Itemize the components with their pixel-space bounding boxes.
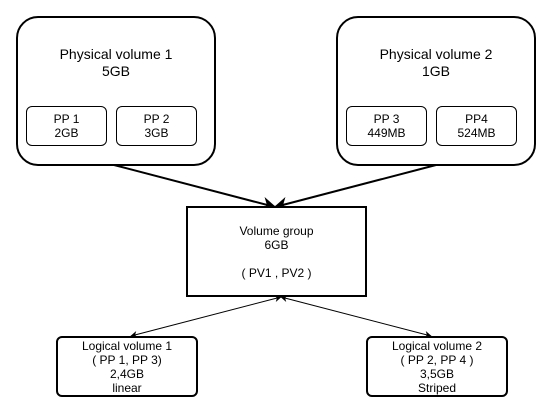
vg-members: ( PV1 , PV2 ) bbox=[241, 265, 312, 280]
vg-title: Volume group bbox=[239, 223, 314, 238]
pp3-size: 449MB bbox=[367, 126, 406, 140]
pp-4: PP4 524MB bbox=[436, 106, 517, 146]
lv1-size: 2,4GB bbox=[109, 366, 145, 381]
pv1-title: Physical volume 1 bbox=[59, 46, 173, 62]
lv1-pps: ( PP 1, PP 3) bbox=[92, 352, 162, 367]
arrow-vg-lv2 bbox=[280, 295, 432, 338]
pp4-size: 524MB bbox=[457, 126, 496, 140]
pp-3: PP 3 449MB bbox=[346, 106, 427, 146]
lv1-title: Logical volume 1 bbox=[81, 338, 173, 353]
logical-volume-1: Logical volume 1 ( PP 1, PP 3) 2,4GB lin… bbox=[56, 336, 198, 397]
arrow-vg-lv1 bbox=[130, 295, 282, 338]
lv2-mode: Striped bbox=[417, 380, 457, 395]
lv2-pps: ( PP 2, PP 4 ) bbox=[400, 352, 474, 367]
pp-2: PP 2 3GB bbox=[116, 106, 197, 146]
pv2-title: Physical volume 2 bbox=[379, 46, 493, 62]
pp1-size: 2GB bbox=[54, 126, 79, 140]
pp4-name: PP4 bbox=[465, 112, 488, 126]
pp1-name: PP 1 bbox=[53, 112, 80, 126]
pp-1: PP 1 2GB bbox=[26, 106, 107, 146]
pv2-size: 1GB bbox=[421, 63, 450, 79]
volume-group: Volume group 6GB ( PV1 , PV2 ) bbox=[186, 206, 367, 297]
lv2-title: Logical volume 2 bbox=[391, 338, 483, 353]
pp2-name: PP 2 bbox=[143, 112, 170, 126]
arrow-pv2-to-vg bbox=[273, 164, 437, 211]
vg-size: 6GB bbox=[264, 237, 289, 252]
arrow-pv1-to-vg bbox=[113, 164, 277, 211]
pp2-size: 3GB bbox=[144, 126, 169, 140]
lv1-mode: linear bbox=[112, 380, 142, 395]
lv2-size: 3,5GB bbox=[419, 366, 455, 381]
logical-volume-2: Logical volume 2 ( PP 2, PP 4 ) 3,5GB St… bbox=[366, 336, 508, 397]
pp3-name: PP 3 bbox=[373, 112, 400, 126]
pv1-size: 5GB bbox=[101, 63, 130, 79]
